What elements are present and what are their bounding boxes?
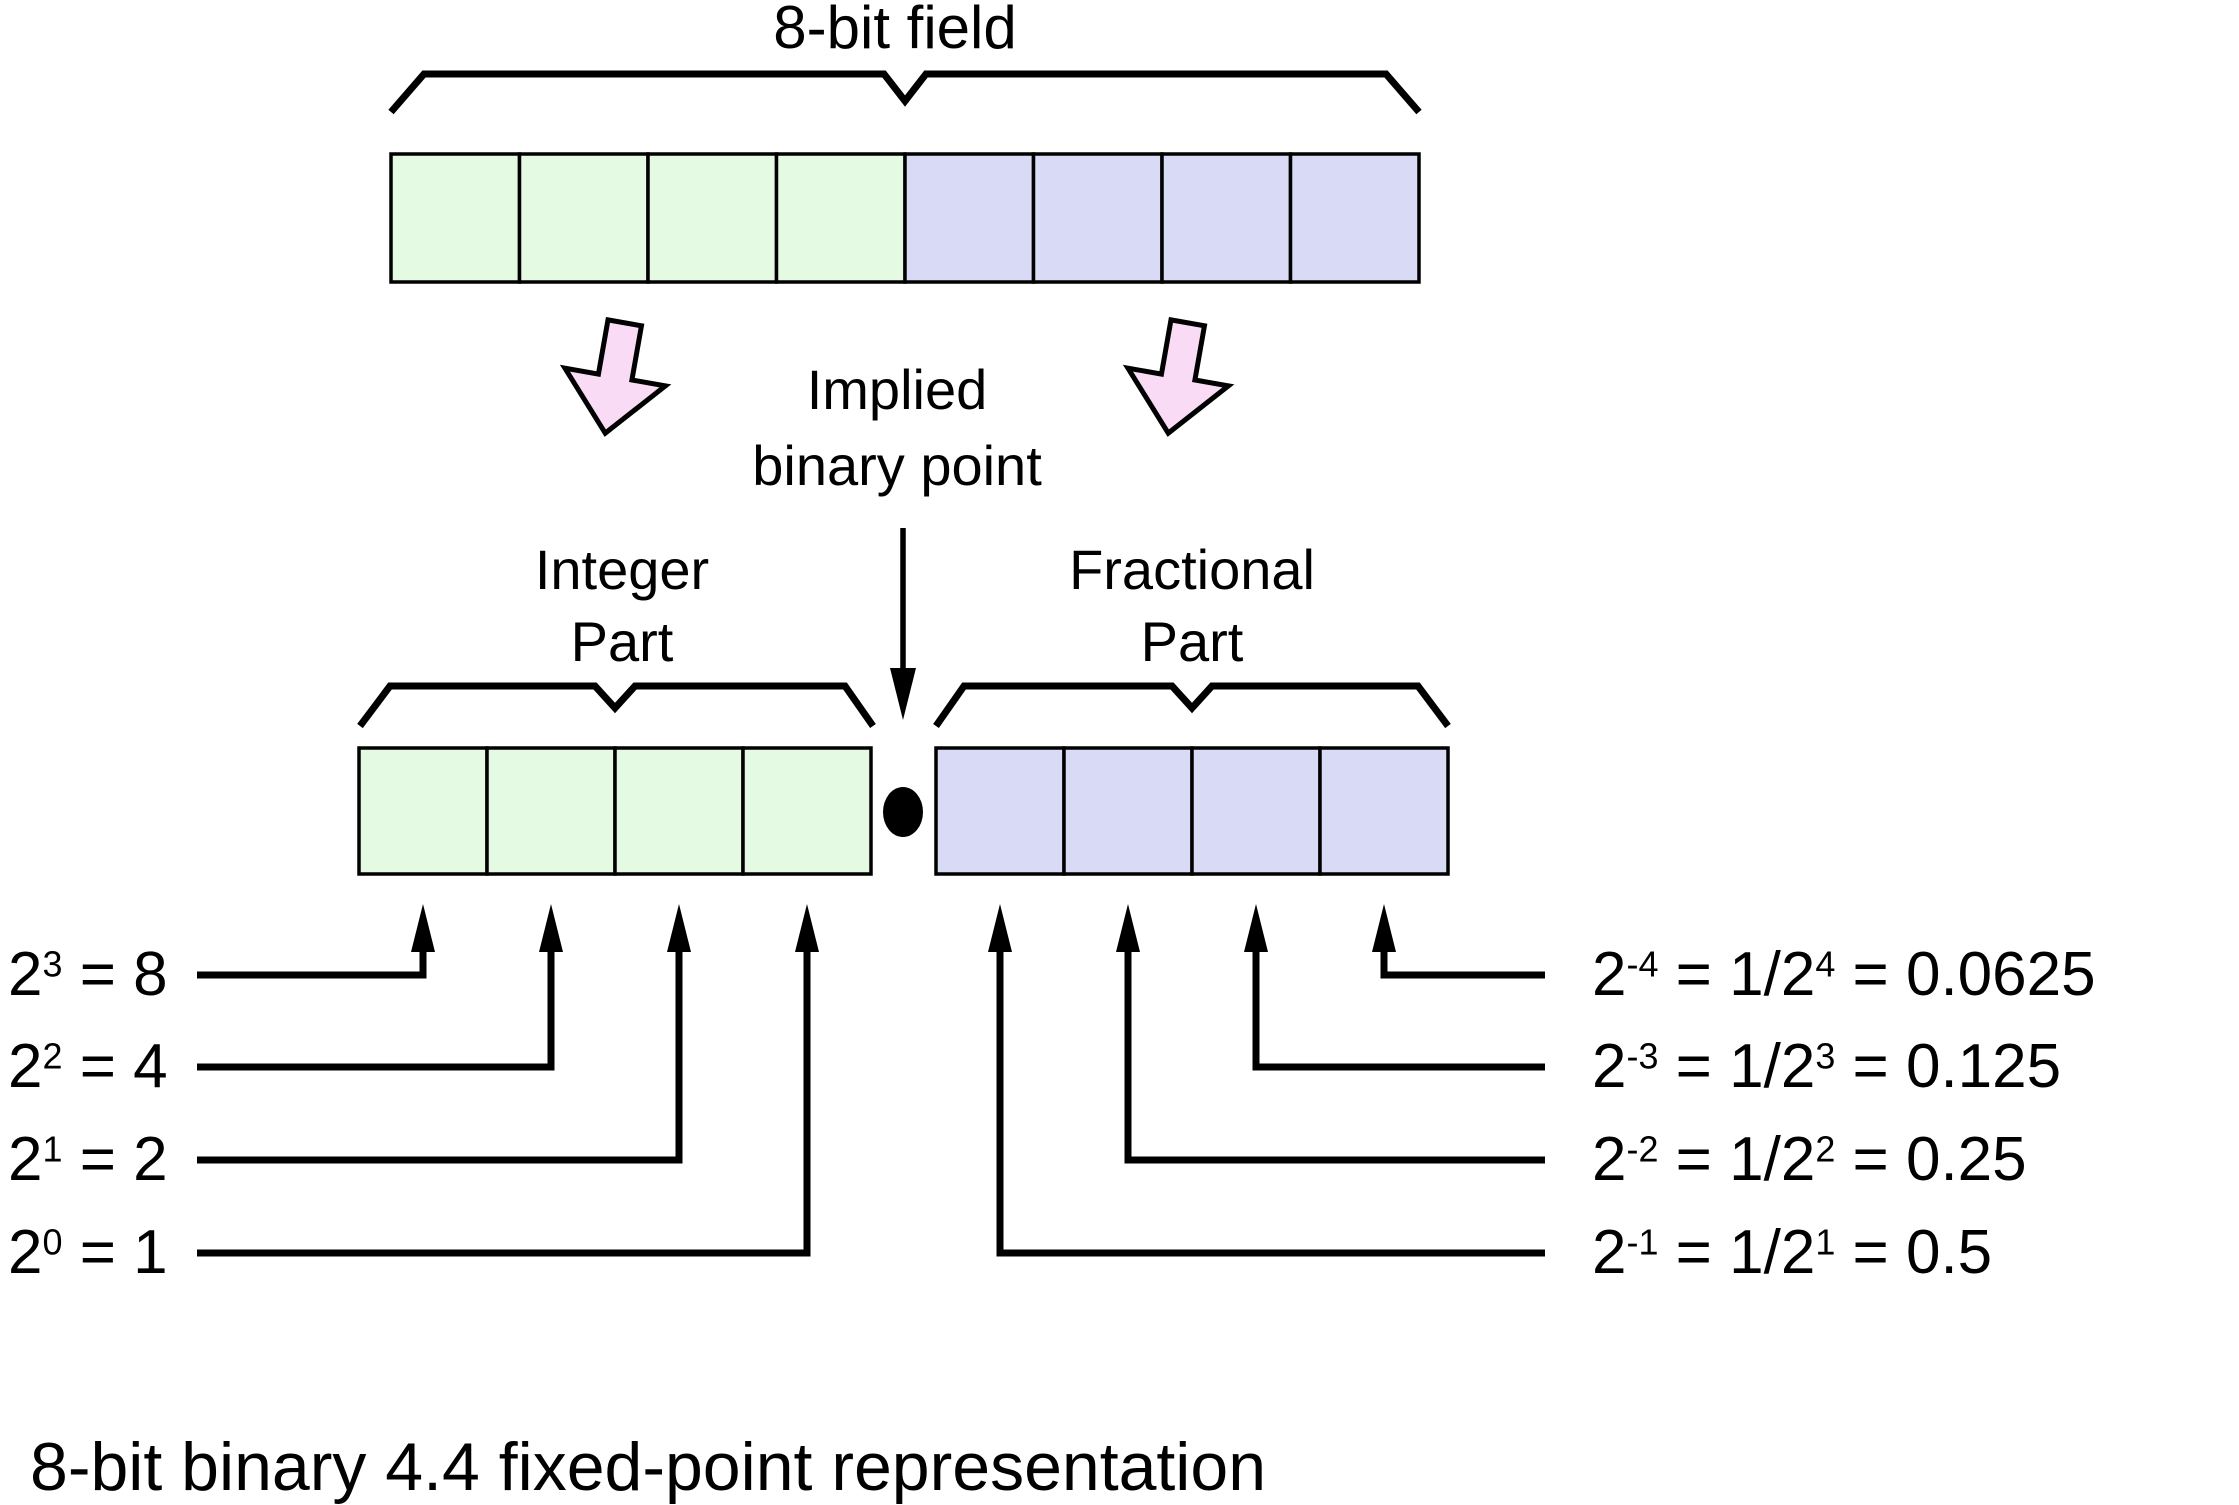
up-arrowhead-icon: [1116, 904, 1140, 952]
fractional-bit-cell-1: [1062, 746, 1194, 876]
up-arrowhead-icon: [539, 904, 563, 952]
weight-fraction: = 1/2: [1658, 1218, 1816, 1287]
weight-exponent: -4: [1626, 943, 1659, 985]
weight-2p0: 20 = 1: [8, 1207, 168, 1299]
up-arrowhead-icon: [795, 904, 819, 952]
weight-exponent2: 4: [1815, 943, 1836, 985]
up-arrowhead-icon: [988, 904, 1012, 952]
split-arrows: [559, 317, 1235, 437]
integer-line1: Integer: [534, 538, 710, 601]
weight-exponent: 3: [42, 943, 63, 985]
weight-exponent2: 1: [1815, 1221, 1836, 1263]
binary-point-arrowhead-icon: [890, 668, 916, 720]
bit-arrowheads: [411, 904, 1396, 952]
integer-bit-row: [357, 746, 873, 876]
weight-base: 2: [8, 1125, 43, 1194]
fractional-bit-cell-3: [1318, 746, 1450, 876]
fractional-bit-row: [934, 746, 1450, 876]
field-brace: [388, 70, 1422, 115]
weight-value: = 2: [62, 1125, 168, 1194]
up-arrowhead-icon: [411, 904, 435, 952]
weight-value: = 0.5: [1835, 1218, 1993, 1287]
fractional-line2: Part: [1140, 610, 1244, 673]
weight-2p3: 23 = 8: [8, 929, 168, 1021]
fractional-weight-connectors: [996, 950, 1545, 1257]
binary-point-dot: [883, 787, 923, 837]
field-bit-cell-6: [1160, 152, 1293, 284]
field-bit-cell-0: [389, 152, 522, 284]
weight-base: 2: [1592, 1125, 1627, 1194]
integer-bit-cell-3: [741, 746, 873, 876]
weight-2m3: 2-3 = 1/23 = 0.125: [1592, 1021, 2061, 1113]
weight-2m4: 2-4 = 1/24 = 0.0625: [1592, 929, 2096, 1021]
weight-base: 2: [8, 1218, 43, 1287]
weight-exponent: -2: [1626, 1128, 1659, 1170]
weight-value: = 1: [62, 1218, 168, 1287]
binary-point-arrow: [890, 528, 916, 720]
weight-exponent: 0: [42, 1221, 63, 1263]
up-arrowhead-icon: [1244, 904, 1268, 952]
weight-2p1: 21 = 2: [8, 1114, 168, 1206]
field-bit-cell-5: [1031, 152, 1164, 284]
weight-value: = 0.25: [1835, 1125, 2027, 1194]
connector-2m3: [1252, 950, 1545, 1071]
weight-fraction: = 1/2: [1658, 940, 1816, 1009]
connector-2p3: [197, 950, 427, 979]
implied-line2: binary point: [752, 434, 1042, 497]
integer-bit-cell-2: [613, 746, 745, 876]
weight-value: = 4: [62, 1032, 168, 1101]
field-bit-cell-2: [646, 152, 779, 284]
weight-value: = 0.125: [1835, 1032, 2062, 1101]
weight-base: 2: [1592, 1032, 1627, 1101]
weight-exponent: -1: [1626, 1221, 1659, 1263]
fractional-part-label: Fractional Part: [1069, 534, 1315, 678]
weight-2m2: 2-2 = 1/22 = 0.25: [1592, 1114, 2027, 1206]
connector-2p1: [197, 950, 683, 1164]
weight-2m1: 2-1 = 1/21 = 0.5: [1592, 1207, 1992, 1299]
up-arrowhead-icon: [1372, 904, 1396, 952]
fractional-bit-cell-2: [1190, 746, 1322, 876]
field-label: 8-bit field: [773, 0, 1017, 61]
weight-2p2: 22 = 4: [8, 1021, 168, 1113]
weight-base: 2: [8, 940, 43, 1009]
weight-exponent2: 2: [1815, 1128, 1836, 1170]
weight-value: = 8: [62, 940, 168, 1009]
weight-fraction: = 1/2: [1658, 1032, 1816, 1101]
weight-fraction: = 1/2: [1658, 1125, 1816, 1194]
weight-exponent2: 3: [1815, 1035, 1836, 1077]
field-bit-cell-1: [517, 152, 650, 284]
weight-exponent: -3: [1626, 1035, 1659, 1077]
connector-2p0: [197, 950, 811, 1257]
field-bit-cell-3: [774, 152, 907, 284]
fractional-line1: Fractional: [1069, 538, 1315, 601]
integer-part-label: Integer Part: [535, 534, 709, 678]
implied-line1: Implied: [806, 358, 988, 421]
connector-2m4: [1380, 950, 1545, 979]
integer-bit-cell-0: [357, 746, 489, 876]
weight-base: 2: [1592, 940, 1627, 1009]
fractional-brace: [933, 682, 1451, 729]
fractional-bit-cell-0: [934, 746, 1066, 876]
weight-exponent: 1: [42, 1128, 63, 1170]
connector-2m2: [1124, 950, 1545, 1164]
connector-2p2: [197, 950, 555, 1071]
weight-value: = 0.0625: [1835, 940, 2096, 1009]
up-arrowhead-icon: [667, 904, 691, 952]
field-bit-row: [389, 152, 1421, 284]
pink-down-arrow-left-icon: [559, 317, 672, 437]
connector-2m1: [996, 950, 1545, 1257]
integer-bit-cell-1: [485, 746, 617, 876]
field-bit-cell-7: [1288, 152, 1421, 284]
weight-base: 2: [1592, 1218, 1627, 1287]
weight-exponent: 2: [42, 1035, 63, 1077]
integer-line2: Part: [570, 610, 674, 673]
integer-weight-connectors: [197, 950, 811, 1257]
field-bit-cell-4: [903, 152, 1036, 284]
integer-brace: [357, 682, 876, 729]
weight-base: 2: [8, 1032, 43, 1101]
diagram-title: 8-bit binary 4.4 fixed-point representat…: [30, 1429, 1267, 1505]
pink-down-arrow-right-icon: [1122, 317, 1235, 437]
implied-binary-point-label: Implied binary point: [752, 352, 1042, 504]
